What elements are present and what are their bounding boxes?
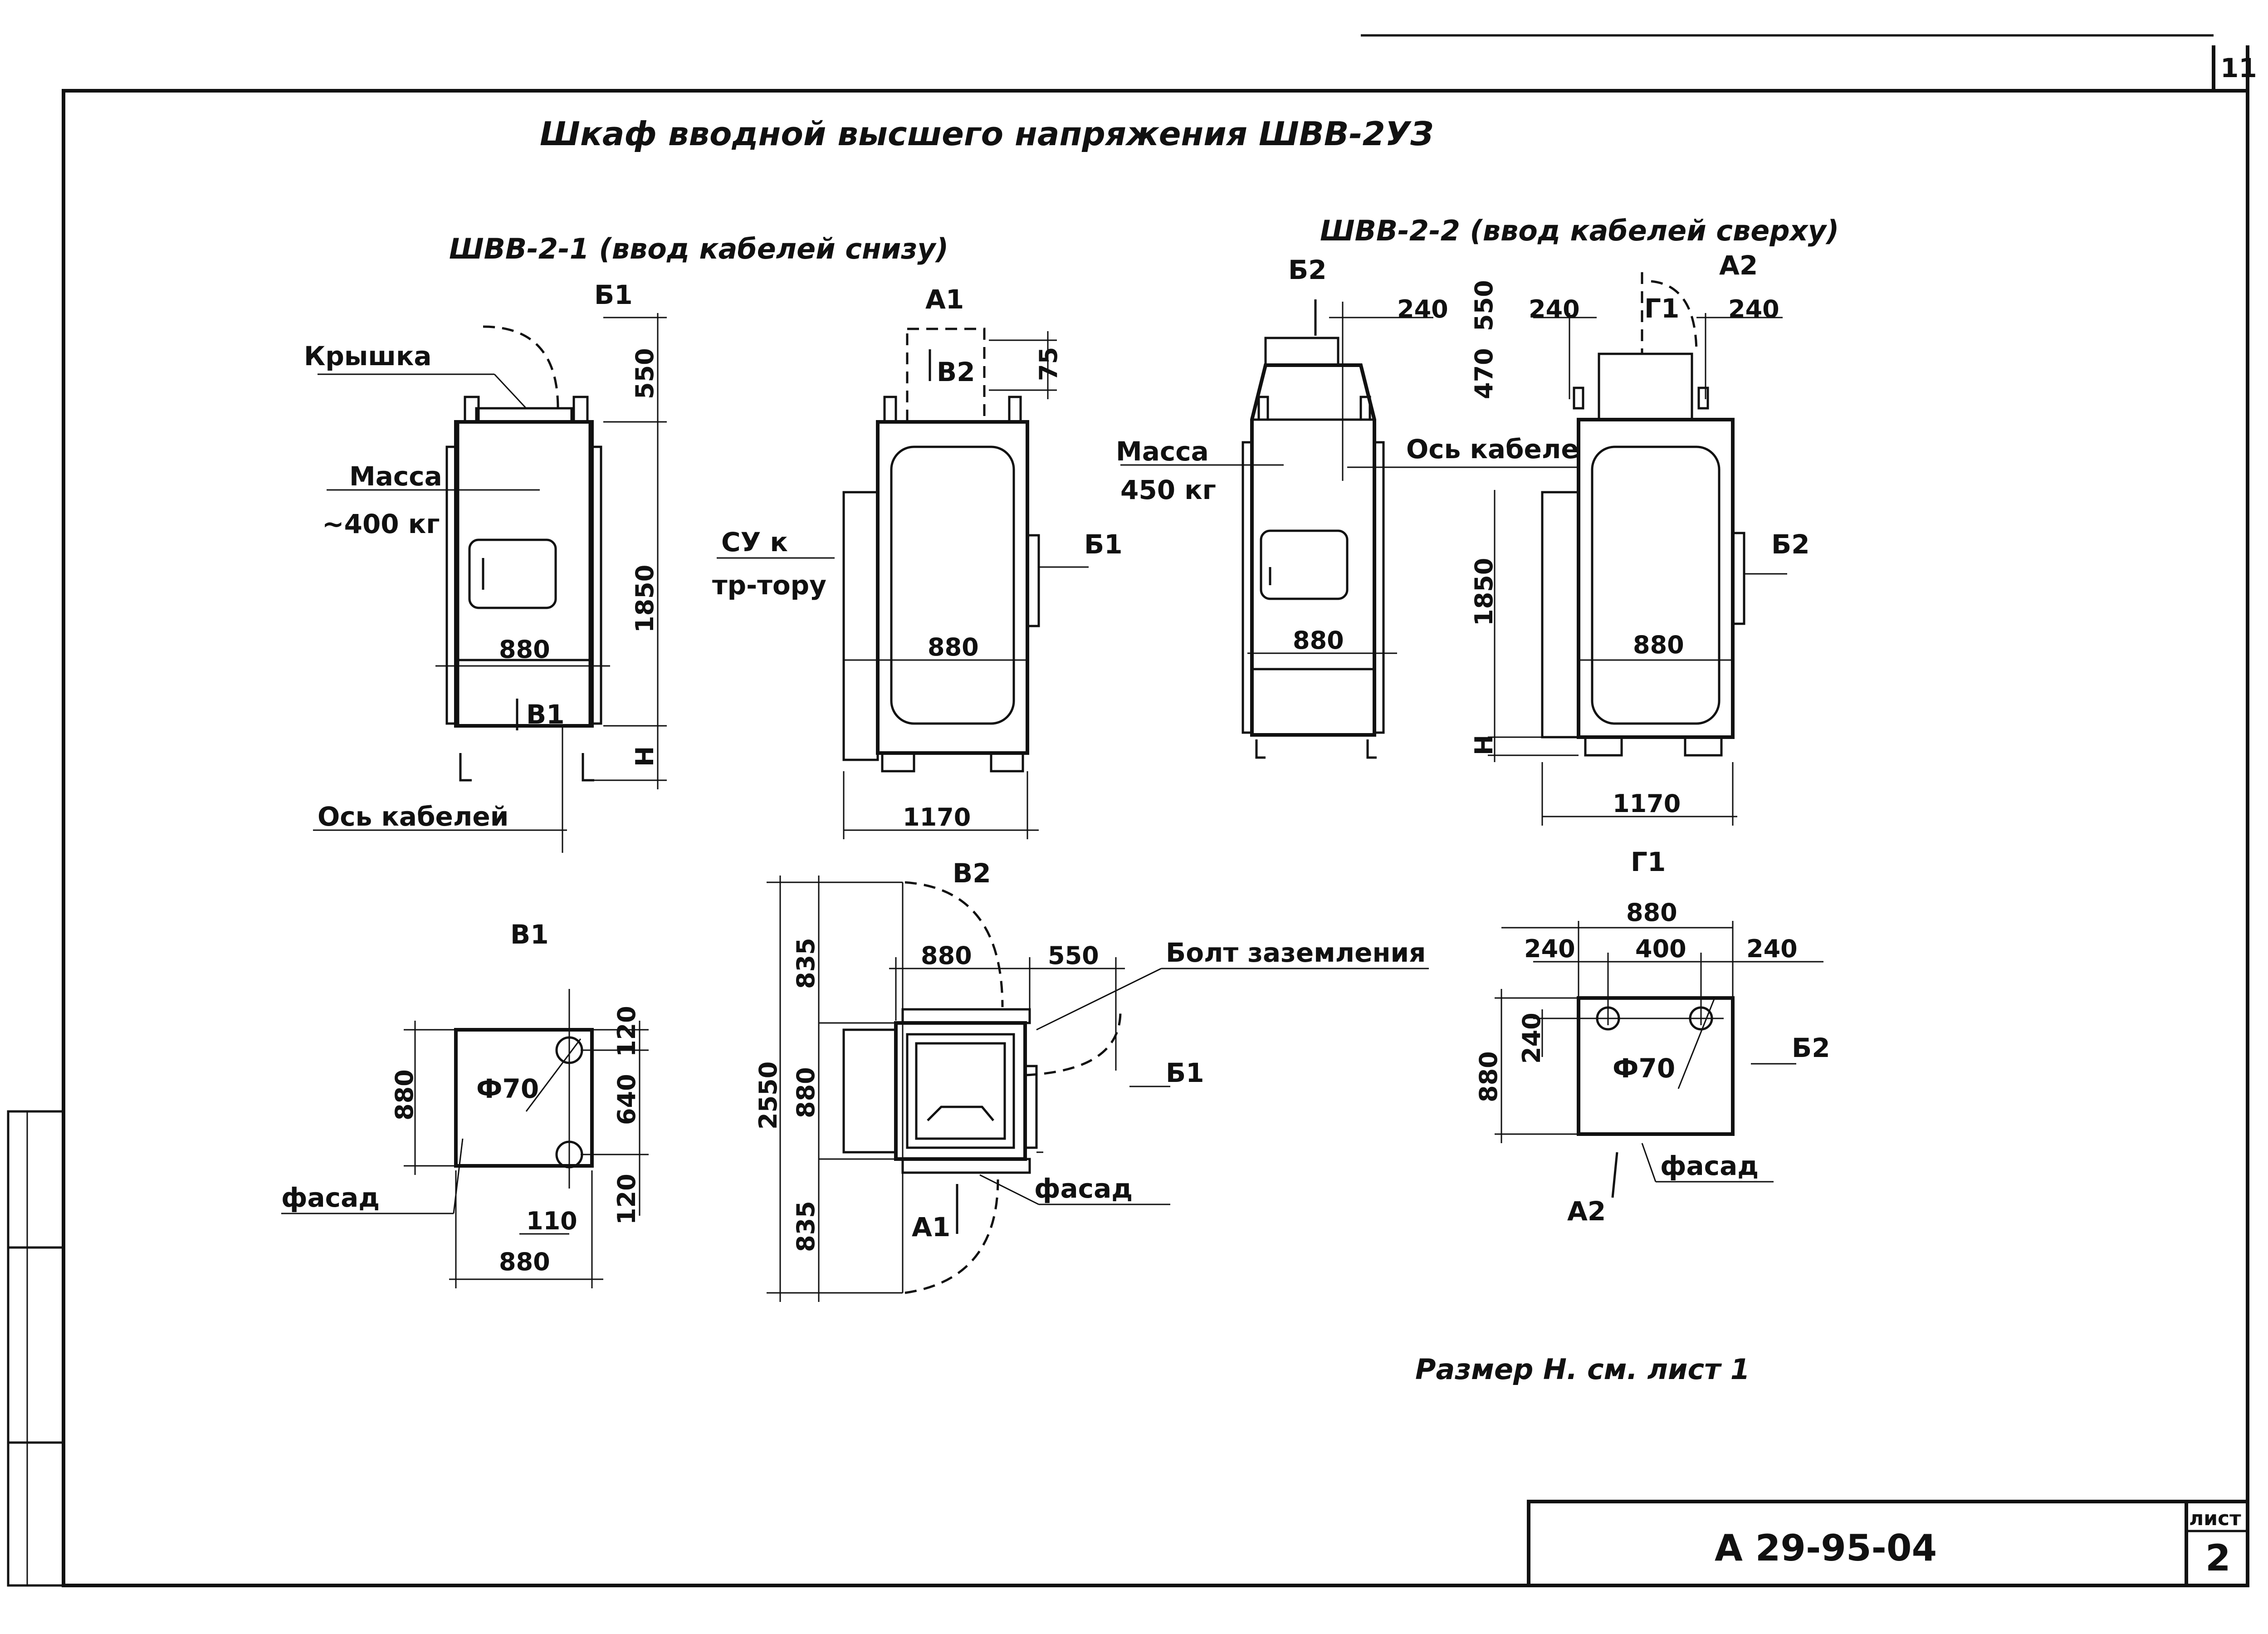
view2-dim-base: 1170 bbox=[903, 803, 971, 832]
plan-b1-dim-120-bottom: 120 bbox=[612, 1174, 641, 1225]
view1-marker: Б1 bbox=[594, 279, 633, 310]
view2-su-label-1: СУ к bbox=[721, 527, 788, 558]
view2-dim-top: 75 bbox=[1034, 347, 1063, 381]
plan-b1-dim-120-top: 120 bbox=[612, 1006, 641, 1057]
plan-b1-dim-bottom: 880 bbox=[499, 1248, 550, 1276]
view1-dim-width: 880 bbox=[499, 635, 550, 664]
view4-dim-h: Н bbox=[1470, 735, 1498, 755]
view2-section-marker: В2 bbox=[937, 357, 975, 387]
view-a1-side bbox=[717, 328, 1089, 839]
corner-number: 11 bbox=[2220, 53, 2257, 83]
plan-b1 bbox=[281, 989, 649, 1288]
plan-b1-facade-label: фасад bbox=[281, 1182, 380, 1213]
plan-b2-title: В2 bbox=[953, 858, 991, 889]
note-text: Размер Н. см. лист 1 bbox=[1415, 1353, 1750, 1386]
view-shvv-2-2 bbox=[1120, 299, 1579, 759]
plan-g1-title: Г1 bbox=[1631, 846, 1666, 877]
plan-b2-section-marker: А1 bbox=[912, 1212, 950, 1243]
plan-b2-dim-880-top: 880 bbox=[921, 941, 972, 970]
sheet-label: лист bbox=[2189, 1507, 2241, 1530]
view4-dim-height: 1850 bbox=[1470, 558, 1498, 626]
plan-b2-dim-total: 2550 bbox=[754, 1062, 782, 1130]
view1-heading: ШВВ-2-1 (ввод кабелей снизу) bbox=[449, 232, 948, 265]
view2-su-label-2: тр-тору bbox=[712, 570, 826, 601]
plan-g1-dim-mid: 400 bbox=[1635, 934, 1686, 963]
view1-axis-label: Ось кабелей bbox=[318, 801, 508, 832]
plan-b1-hole-label: Ф70 bbox=[476, 1073, 539, 1104]
plan-b2-dim-880-side: 880 bbox=[792, 1067, 820, 1118]
view3-heading: ШВВ-2-2 (ввод кабелей сверху) bbox=[1320, 214, 1839, 247]
view2-dim-width: 880 bbox=[928, 633, 979, 661]
plan-b1-title: В1 bbox=[510, 919, 549, 950]
plan-b2-facade-label: фасад bbox=[1034, 1173, 1133, 1204]
view4-dim-right: 240 bbox=[1728, 295, 1779, 323]
view4-dim-550: 550 bbox=[1470, 280, 1498, 331]
view2-arrow-marker: Б1 bbox=[1084, 529, 1123, 560]
plan-g1-facade-label: фасад bbox=[1660, 1150, 1759, 1181]
plan-b2-bolt-label: Болт заземления bbox=[1166, 937, 1426, 968]
plan-b2-dim-835-bottom: 835 bbox=[792, 1201, 820, 1252]
plan-g1 bbox=[1495, 921, 1823, 1198]
view1-section-marker: В1 bbox=[526, 699, 565, 730]
plan-b1-dim-110: 110 bbox=[526, 1207, 577, 1235]
sheet-frame bbox=[7, 34, 2249, 1587]
view-shvv-2-1 bbox=[313, 313, 667, 853]
sheet-title: Шкаф вводной высшего напряжения ШВВ-2УЗ bbox=[540, 115, 1433, 153]
view3-marker: Б2 bbox=[1288, 254, 1327, 285]
plan-g1-dim-left: 240 bbox=[1524, 934, 1575, 963]
plan-g1-dim-240-side: 240 bbox=[1517, 1013, 1546, 1064]
plan-b1-dim-640: 640 bbox=[612, 1074, 641, 1125]
plan-g1-section-marker: А2 bbox=[1567, 1196, 1606, 1227]
view4-dim-left: 240 bbox=[1529, 295, 1580, 323]
plan-b2-arrow-marker: Б1 bbox=[1166, 1057, 1204, 1088]
view1-dim-top: 550 bbox=[631, 348, 659, 399]
plan-b2-dim-550: 550 bbox=[1048, 941, 1099, 970]
view1-mass-label: Масса bbox=[349, 461, 442, 492]
plan-b2 bbox=[767, 876, 1429, 1302]
view4-dim-470: 470 bbox=[1470, 348, 1498, 399]
view4-section-marker: Г1 bbox=[1644, 293, 1679, 324]
view3-mass-label: Масса bbox=[1116, 436, 1209, 467]
plan-b2-dim-835-top: 835 bbox=[792, 938, 820, 989]
view4-arrow-marker: Б2 bbox=[1771, 529, 1810, 560]
view3-dim-width: 880 bbox=[1293, 626, 1344, 655]
plan-g1-dim-side: 880 bbox=[1474, 1051, 1503, 1102]
plan-g1-dim-right: 240 bbox=[1746, 934, 1798, 963]
view1-dim-height: 1850 bbox=[631, 565, 659, 633]
view3-axis-label: Ось кабелей bbox=[1406, 434, 1597, 465]
view4-dim-width: 880 bbox=[1633, 631, 1684, 659]
plan-b1-dim-side: 880 bbox=[390, 1069, 419, 1120]
view3-dim-side: 240 bbox=[1397, 295, 1448, 323]
view2-marker: А1 bbox=[925, 284, 964, 315]
view4-marker: А2 bbox=[1719, 250, 1758, 281]
view3-mass-value: 450 кг bbox=[1120, 475, 1216, 505]
doc-number: А 29-95-04 bbox=[1715, 1527, 1937, 1569]
plan-g1-hole-label: Ф70 bbox=[1613, 1053, 1675, 1084]
view-a2-side bbox=[1488, 272, 1787, 826]
plan-g1-dim-top: 880 bbox=[1626, 898, 1677, 927]
cover-label: Крышка bbox=[304, 341, 431, 372]
view4-dim-base: 1170 bbox=[1613, 789, 1681, 818]
view1-dim-h: Н bbox=[631, 746, 659, 767]
plan-g1-arrow-marker: Б2 bbox=[1792, 1032, 1830, 1063]
view1-mass-value: ~400 кг bbox=[322, 509, 440, 539]
sheet-number: 2 bbox=[2205, 1537, 2231, 1579]
